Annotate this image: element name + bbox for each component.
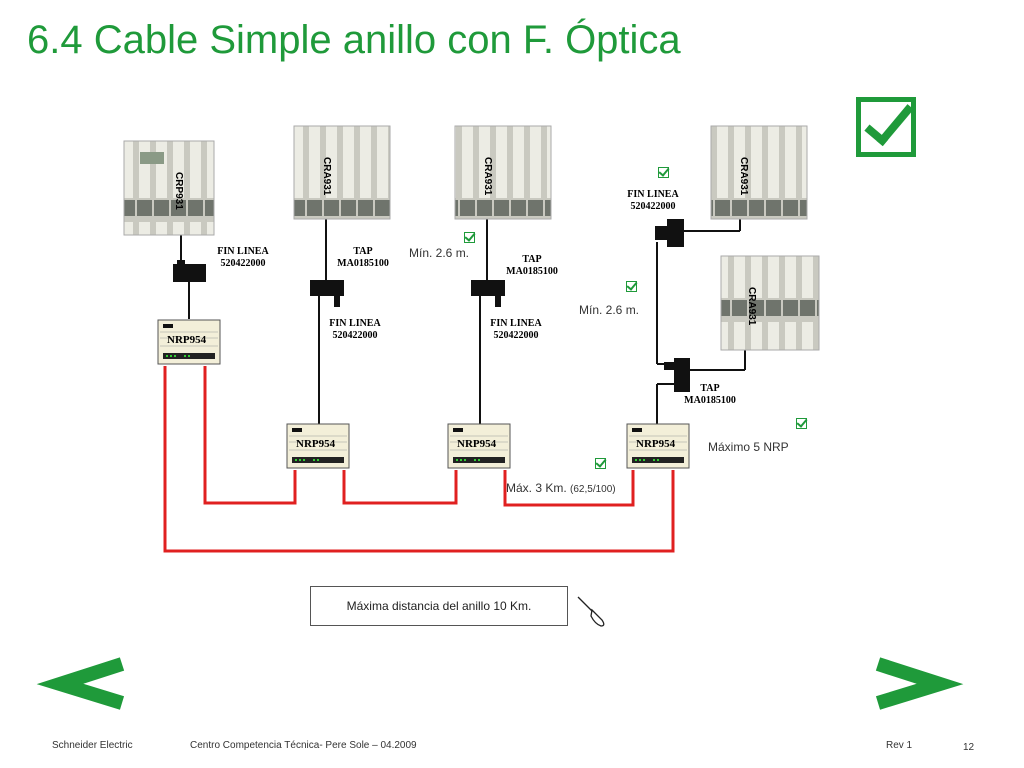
tap-2 (471, 280, 505, 307)
note-min-1: Mín. 2.6 m. (409, 246, 470, 260)
footer-page-number: 12 (963, 742, 975, 753)
connector-fin-linea-1 (173, 260, 206, 282)
check-icon (595, 458, 606, 469)
check-icon (464, 232, 475, 243)
ring-distance-text: Máxima distancia del anillo 10 Km. (346, 599, 532, 613)
check-icon (796, 418, 807, 429)
rack-label-cra931-4: CRA931 (746, 287, 757, 326)
fiber-ring (163, 366, 675, 553)
rack-cra931-1 (293, 125, 391, 220)
check-icon (626, 281, 637, 292)
rack-label-cra931-1: CRA931 (321, 157, 332, 196)
tap-1 (310, 280, 344, 307)
note-max-nrp: Máximo 5 NRP (708, 440, 789, 454)
rack-cra931-4 (720, 255, 820, 351)
rack-cra931-3 (710, 125, 808, 220)
nrp-label-1: NRP954 (167, 334, 207, 346)
big-check-icon (856, 97, 916, 157)
screwdriver-icon (577, 596, 605, 627)
rack-crp931 (123, 140, 215, 236)
check-icon (658, 167, 669, 178)
footer-company: Schneider Electric (52, 740, 133, 751)
connector-fin-linea-4 (655, 219, 684, 247)
prev-slide-button[interactable] (52, 652, 132, 708)
ring-distance-box: Máxima distancia del anillo 10 Km. (310, 586, 568, 626)
rack-cra931-2 (454, 125, 552, 220)
nrp-label-3: NRP954 (457, 438, 497, 450)
nav-next-shape (875, 657, 964, 710)
note-min-2: Mín. 2.6 m. (579, 303, 640, 317)
tap-3 (664, 358, 690, 392)
note-max-km: Máx. 3 Km. (62,5/100) (506, 481, 616, 495)
nrp-label-4: NRP954 (636, 438, 676, 450)
page-title: 6.4 Cable Simple anillo con F. Óptica (27, 18, 681, 62)
nrp-label-2: NRP954 (296, 438, 336, 450)
nav-prev-shape (36, 657, 125, 710)
footer-rev: Rev 1 (886, 740, 913, 751)
next-slide-button[interactable] (870, 652, 950, 708)
footer-center: Centro Competencia Técnica- Pere Sole – … (190, 740, 417, 751)
rack-label-cra931-3: CRA931 (738, 157, 749, 196)
rack-label-crp931: CRP931 (173, 172, 184, 210)
drop-cables (180, 218, 746, 424)
rack-label-cra931-2: CRA931 (482, 157, 493, 196)
